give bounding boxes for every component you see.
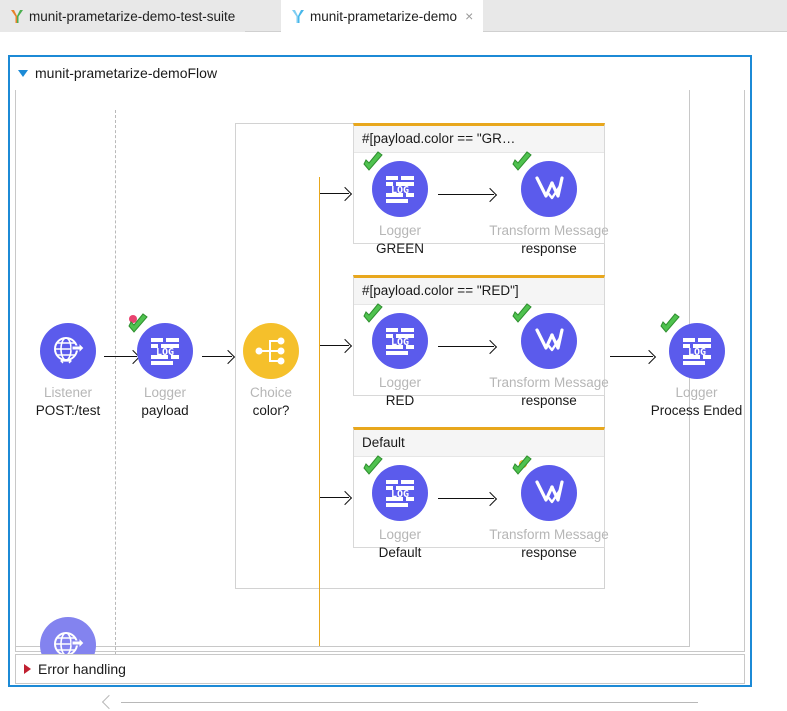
node-transform-message[interactable]: Transform Message response — [484, 455, 614, 560]
triangle-down-icon[interactable] — [18, 69, 28, 77]
node-logger[interactable]: LOG Logger Default — [350, 455, 450, 560]
green-check-badge — [125, 313, 151, 337]
node-name-label: POST:/test — [35, 403, 101, 418]
logger-icon: LOG — [363, 151, 428, 217]
node-type-label: Transform Message — [489, 375, 609, 390]
connector-arrow — [320, 186, 353, 202]
node-type-label: Logger — [675, 385, 718, 400]
flow-canvas: Listener POST:/test LOG — [15, 90, 745, 710]
triangle-right-icon[interactable] — [24, 664, 31, 674]
logger-icon: LOG — [363, 303, 428, 369]
branch-condition: #[payload.color == "RED"] — [354, 278, 604, 305]
choice-branch-icon — [243, 323, 299, 379]
green-check-badge — [509, 151, 535, 175]
choice-branch: #[payload.color == "RED"] LOG — [353, 275, 609, 408]
green-check-badge — [360, 303, 386, 327]
node-type-label: Logger — [143, 385, 187, 400]
connector-arrow — [438, 491, 498, 507]
logger-icon: LOG — [659, 313, 725, 379]
editor-tab-bar: munit-prametarize-demo-test-suite munit-… — [0, 0, 787, 32]
response-connector — [121, 702, 698, 703]
logger-icon: LOG — [363, 455, 428, 521]
svg-text:LOG: LOG — [391, 489, 409, 500]
green-check-badge — [360, 455, 386, 479]
choice-branch: #[payload.color == "GR… LOG — [353, 123, 609, 256]
tab-label: munit-prametarize-demo — [310, 8, 458, 24]
svg-text:LOG: LOG — [687, 347, 705, 358]
node-name-label: response — [521, 545, 577, 560]
node-listener[interactable]: Listener POST:/test — [18, 323, 118, 418]
node-logger[interactable]: LOG Logger GREEN — [350, 151, 450, 256]
connector-arrow — [438, 187, 498, 203]
node-type-label: Listener — [43, 385, 93, 400]
mule-icon — [10, 9, 24, 24]
branch-condition: Default — [354, 430, 604, 457]
node-logger[interactable]: LOG Logger RED — [350, 303, 450, 408]
choice-branch: Default LOG — [353, 427, 609, 560]
transform-message-icon — [512, 151, 577, 217]
transform-message-icon — [512, 303, 577, 369]
node-type-label: Transform Message — [489, 223, 609, 238]
node-type-label: Transform Message — [489, 527, 609, 542]
choice-spine — [319, 177, 320, 646]
flow-header[interactable]: munit-prametarize-demoFlow — [10, 57, 750, 89]
green-check-badge — [509, 303, 535, 327]
node-transform-message[interactable]: Transform Message response — [484, 151, 614, 256]
node-name-label: Default — [378, 545, 422, 560]
node-name-label: GREEN — [375, 241, 424, 256]
node-type-label: Logger — [378, 375, 422, 390]
node-name-label: color? — [252, 403, 290, 418]
connector-arrow — [104, 349, 141, 365]
green-check-badge — [360, 151, 386, 175]
node-transform-message[interactable]: Transform Message response — [484, 303, 614, 408]
node-name-label: payload — [141, 403, 189, 418]
node-logger-payload[interactable]: LOG Logger payload — [115, 313, 215, 418]
green-check-badge — [509, 455, 535, 479]
logger-icon: LOG — [128, 313, 193, 379]
flow-container: munit-prametarize-demoFlow Listener POST… — [8, 55, 752, 710]
node-name-label: RED — [385, 393, 415, 408]
globe-http-icon — [40, 323, 96, 379]
node-choice[interactable]: Choice color? — [221, 323, 321, 418]
flow-name: munit-prametarize-demoFlow — [35, 65, 218, 81]
node-logger-end[interactable]: LOG Logger Process Ended — [639, 313, 754, 418]
connector-arrow — [438, 339, 498, 355]
node-name-label: response — [521, 393, 577, 408]
svg-text:LOG: LOG — [391, 185, 409, 196]
transform-message-icon — [512, 455, 577, 521]
branch-condition: #[payload.color == "GR… — [354, 126, 604, 153]
tab-munit-demo[interactable]: munit-prametarize-demo × — [281, 0, 484, 32]
error-handling-section[interactable]: Error handling — [15, 654, 745, 684]
connector-arrow — [202, 349, 236, 365]
tab-label: munit-prametarize-demo-test-suite — [29, 8, 236, 24]
green-check-badge — [657, 313, 683, 337]
node-name-label: Process Ended — [650, 403, 743, 418]
connector-arrow — [610, 349, 657, 365]
source-divider — [115, 110, 116, 655]
node-name-label: response — [521, 241, 577, 256]
node-type-label: Choice — [249, 385, 293, 400]
node-type-label: Logger — [378, 527, 422, 542]
error-handling-label: Error handling — [38, 661, 126, 677]
close-icon[interactable]: × — [465, 8, 474, 24]
tab-munit-test-suite[interactable]: munit-prametarize-demo-test-suite — [0, 0, 246, 32]
connector-arrow — [320, 490, 353, 506]
mule-icon — [291, 9, 305, 24]
node-type-label: Logger — [378, 223, 422, 238]
svg-text:LOG: LOG — [391, 337, 409, 348]
response-arrowhead — [101, 694, 117, 710]
svg-text:LOG: LOG — [156, 347, 174, 358]
connector-arrow — [320, 338, 353, 354]
